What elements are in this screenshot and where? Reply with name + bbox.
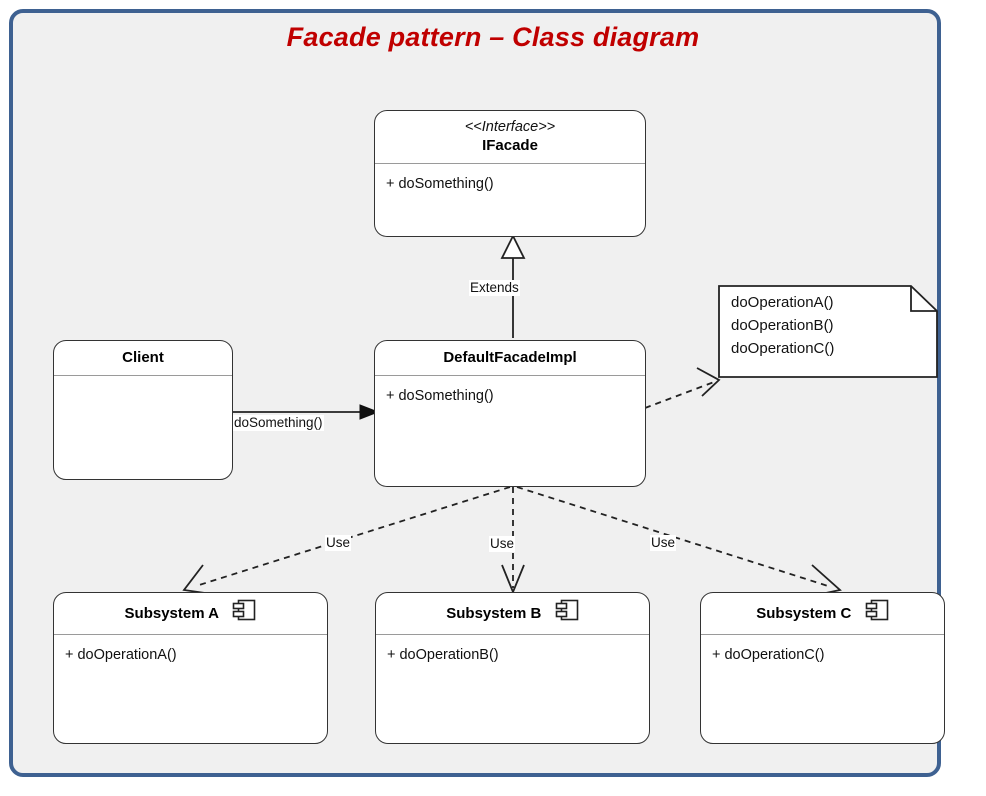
edge-note-link bbox=[644, 367, 721, 409]
class-members: + doOperationB() bbox=[376, 635, 649, 674]
member-item: + doSomething() bbox=[386, 175, 494, 192]
note-text: doOperationA() doOperationB() doOperatio… bbox=[731, 292, 834, 360]
class-name-label: Subsystem A bbox=[124, 604, 220, 622]
edge-label-extends: Extends bbox=[469, 280, 520, 296]
class-name-label: Subsystem B bbox=[446, 604, 542, 622]
class-header: <<Interface>> IFacade bbox=[375, 111, 645, 164]
class-box-subsystem-a[interactable]: Subsystem A + doOperationA() bbox=[53, 592, 328, 744]
edge-label-use-a: Use bbox=[325, 535, 352, 551]
class-header: DefaultFacadeImpl bbox=[375, 341, 645, 376]
class-members: + doSomething() bbox=[375, 164, 645, 203]
page-title: Facade pattern – Class diagram bbox=[286, 22, 700, 52]
member-item: + doOperationA() bbox=[65, 647, 177, 663]
edge-label-use-b: Use bbox=[489, 536, 516, 552]
class-name-label: IFacade bbox=[482, 137, 538, 155]
class-name-label: DefaultFacadeImpl bbox=[443, 349, 577, 366]
component-icon bbox=[232, 599, 256, 626]
component-icon bbox=[865, 599, 889, 626]
class-box-ifacade[interactable]: <<Interface>> IFacade + doSomething() bbox=[374, 110, 646, 237]
class-members: + doOperationA() bbox=[54, 635, 327, 674]
class-members: + doOperationC() bbox=[701, 635, 944, 674]
stereotype-label: <<Interface>> bbox=[464, 119, 556, 135]
class-name-label: Client bbox=[122, 349, 164, 366]
class-name-label: Subsystem C bbox=[756, 604, 852, 622]
class-header: Subsystem C bbox=[701, 593, 944, 635]
note-line: doOperationB() bbox=[731, 316, 834, 334]
class-box-subsystem-b[interactable]: Subsystem B + doOperationB() bbox=[375, 592, 650, 744]
class-header: Subsystem A bbox=[54, 593, 327, 635]
class-box-client[interactable]: Client bbox=[53, 340, 233, 480]
component-icon bbox=[555, 599, 579, 626]
class-box-subsystem-c[interactable]: Subsystem C + doOperationC() bbox=[700, 592, 945, 744]
note-line: doOperationC() bbox=[731, 339, 835, 357]
member-item: + doSomething() bbox=[386, 387, 494, 404]
class-members bbox=[54, 376, 232, 394]
class-header: Subsystem B bbox=[376, 593, 649, 635]
class-members: + doSomething() bbox=[375, 376, 645, 415]
member-item: + doOperationC() bbox=[712, 647, 825, 663]
note-line: doOperationA() bbox=[731, 294, 834, 311]
edge-label-use-c: Use bbox=[650, 535, 677, 551]
edge-extends bbox=[500, 233, 526, 338]
note-shape bbox=[718, 285, 938, 378]
edge-label-client-call: doSomething() bbox=[233, 415, 324, 431]
uml-note[interactable]: doOperationA() doOperationB() doOperatio… bbox=[718, 285, 938, 378]
edge-client-call bbox=[232, 404, 380, 420]
class-header: Client bbox=[54, 341, 232, 376]
edge-use-c bbox=[516, 486, 842, 595]
class-box-defaultfacadeimpl[interactable]: DefaultFacadeImpl + doSomething() bbox=[374, 340, 646, 487]
member-item: + doOperationB() bbox=[387, 647, 499, 663]
